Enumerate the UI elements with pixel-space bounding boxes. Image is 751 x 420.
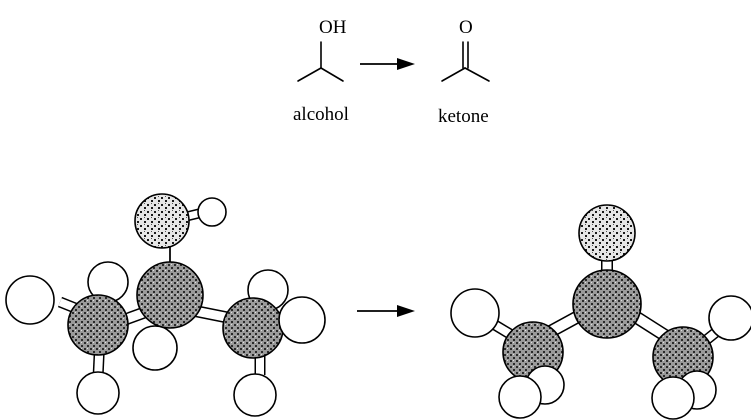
c-c-bond-right xyxy=(320,67,344,82)
ketone-skeletal: O ketone xyxy=(438,17,490,127)
c-c-bond-left xyxy=(441,67,466,82)
hydrogen-atom xyxy=(233,373,277,417)
hydrogen-atom xyxy=(708,295,751,341)
c-c-bond-right xyxy=(464,67,490,82)
alcohol-label: alcohol xyxy=(293,104,349,125)
hydrogen-atom xyxy=(450,288,500,338)
hydrogen-atom xyxy=(278,296,326,344)
hydroxyl-label: OH xyxy=(319,17,347,38)
alcohol-skeletal: OH alcohol xyxy=(293,17,349,125)
reaction-arrow-top xyxy=(360,58,415,70)
reaction-arrow-bottom xyxy=(357,305,415,317)
alcohol-ball-model xyxy=(5,193,326,417)
oxygen-atom xyxy=(134,193,190,249)
ketone-ball-model xyxy=(450,204,751,420)
carbonyl-oxygen-label: O xyxy=(459,17,473,38)
hydrogen-atom xyxy=(651,376,695,420)
hydrogen-atom xyxy=(132,325,178,371)
ketone-label: ketone xyxy=(438,106,489,127)
hydrogen-atom xyxy=(76,371,120,415)
c-c-bond-left xyxy=(297,67,322,82)
hydrogen-atom xyxy=(197,197,227,227)
hydrogen-atom xyxy=(5,275,55,325)
carbon-atom xyxy=(67,294,129,356)
carbon-atom xyxy=(136,261,204,329)
carbon-atom xyxy=(572,269,642,339)
hydrogen-atom xyxy=(498,375,542,419)
oxygen-atom xyxy=(578,204,636,262)
carbon-atom xyxy=(222,297,284,359)
